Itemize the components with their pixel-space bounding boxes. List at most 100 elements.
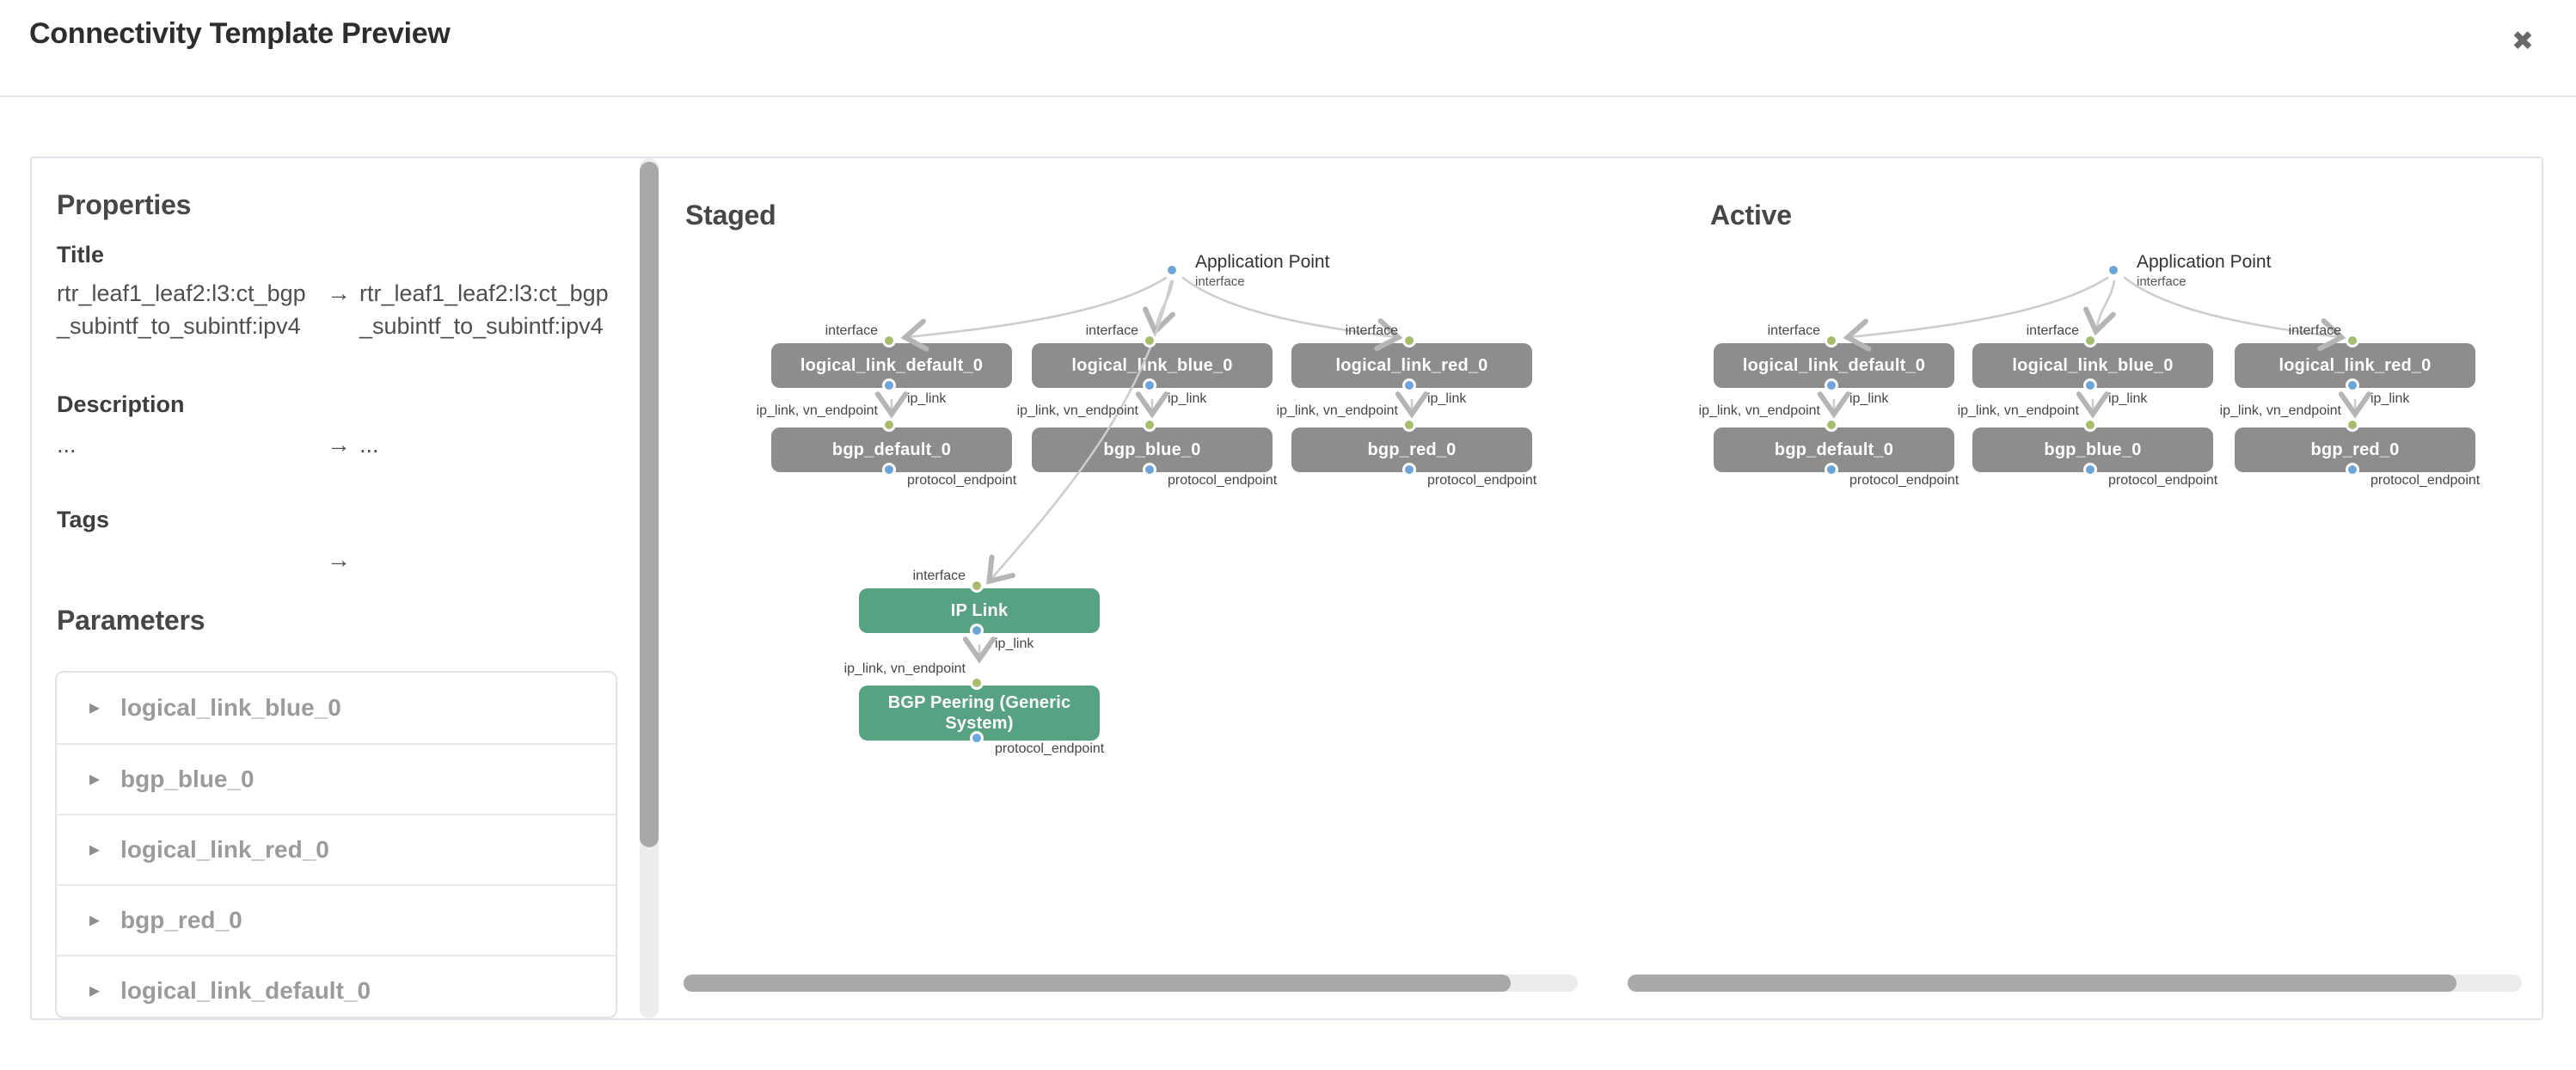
- staged-chain-vn-endpoint-circle: [970, 676, 984, 690]
- staged-col0-interface-circle: [882, 334, 896, 347]
- staged-col2-interface-port-label: interface: [1345, 323, 1398, 338]
- staged-col1-protocol-endpoint-circle: [1143, 463, 1156, 477]
- active-col2-ip-link-circle: [2346, 378, 2359, 392]
- parameter-label: bgp_red_0: [120, 907, 242, 933]
- active-scrollbar-thumb[interactable]: [1628, 975, 2456, 992]
- parameter-item-logical_link_red_0[interactable]: ▸ logical_link_red_0: [57, 814, 616, 884]
- staged-col0-protocol-endpoint-circle: [882, 463, 896, 477]
- staged-col0-protocol-endpoint-port-label: protocol_endpoint: [907, 473, 1017, 488]
- active-col1-protocol-endpoint-circle: [2083, 463, 2097, 477]
- chevron-right-icon: ▸: [89, 979, 101, 1002]
- staged-col2-protocol-endpoint-port-label: protocol_endpoint: [1427, 473, 1537, 488]
- active-col2-ip-link-port-label: ip_link: [2371, 391, 2410, 406]
- title-value-new: rtr_leaf1_leaf2:l3:ct_bgp_subintf_to_sub…: [359, 280, 609, 339]
- parameter-label: logical_link_red_0: [120, 836, 329, 863]
- active-col2-protocol-endpoint-circle: [2346, 463, 2359, 477]
- active-col2-vn-endpoint-circle: [2346, 418, 2359, 432]
- title-diff-arrow: →: [327, 280, 351, 306]
- tags-diff-arrow: →: [327, 546, 351, 573]
- active-col0-vn-endpoint-circle: [1825, 418, 1838, 432]
- description-diff-arrow: →: [327, 431, 351, 458]
- staged-col1-vn-endpoint-circle: [1143, 418, 1156, 432]
- node-bgp-red-0: bgp_red_0: [2235, 427, 2475, 472]
- staged-col1-vn-endpoint-port-label: ip_link, vn_endpoint: [1016, 403, 1138, 418]
- parameter-label: logical_link_blue_0: [120, 694, 341, 721]
- staged-chain-ip-link-port-label: ip_link: [995, 636, 1034, 651]
- active-application-point-label: Application Point: [2137, 252, 2272, 272]
- parameter-label: bgp_blue_0: [120, 766, 255, 792]
- staged-col1-interface-circle: [1143, 334, 1156, 347]
- staged-application-point-sublabel: interface: [1195, 274, 1245, 289]
- staged-chain-protocol-endpoint-port-label: protocol_endpoint: [995, 741, 1105, 756]
- description-value-old: ...: [57, 432, 77, 458]
- staged-col0-ip-link-circle: [882, 378, 896, 392]
- chevron-right-icon: ▸: [89, 767, 101, 790]
- staged-col2-protocol-endpoint-circle: [1402, 463, 1416, 477]
- tags-field-label: Tags: [57, 507, 110, 532]
- active-application-point-sublabel: interface: [2137, 274, 2187, 289]
- active-col2-vn-endpoint-port-label: ip_link, vn_endpoint: [2219, 403, 2341, 418]
- staged-col0-ip-link-port-label: ip_link: [907, 391, 947, 406]
- staged-application-point-label: Application Point: [1195, 252, 1330, 272]
- parameter-item-bgp_blue_0[interactable]: ▸ bgp_blue_0: [57, 743, 616, 814]
- header-divider: [0, 95, 2576, 97]
- title-value-old: rtr_leaf1_leaf2:l3:ct_bgp_subintf_to_sub…: [57, 280, 306, 339]
- active-col1-ip-link-circle: [2083, 378, 2097, 392]
- chevron-right-icon: ▸: [89, 908, 101, 932]
- active-col2-protocol-endpoint-port-label: protocol_endpoint: [2371, 473, 2481, 488]
- active-col0-interface-circle: [1825, 334, 1838, 347]
- parameter-label: logical_link_default_0: [120, 977, 371, 1004]
- properties-heading: Properties: [57, 189, 192, 220]
- description-value-new: ...: [359, 432, 379, 458]
- active-col0-protocol-endpoint-circle: [1825, 463, 1838, 477]
- parameter-item-logical_link_blue_0[interactable]: ▸ logical_link_blue_0: [57, 673, 616, 743]
- staged-col1-protocol-endpoint-port-label: protocol_endpoint: [1168, 473, 1278, 488]
- active-col2-interface-port-label: interface: [2288, 323, 2341, 338]
- staged-col2-vn-endpoint-port-label: ip_link, vn_endpoint: [1276, 403, 1398, 418]
- staged-heading: Staged: [685, 200, 776, 231]
- staged-col1-ip-link-circle: [1143, 378, 1156, 392]
- staged-col1-interface-port-label: interface: [1085, 323, 1138, 338]
- active-col0-vn-endpoint-port-label: ip_link, vn_endpoint: [1698, 403, 1820, 418]
- staged-chain-ip-link-circle: [970, 624, 984, 637]
- active-col1-vn-endpoint-port-label: ip_link, vn_endpoint: [1957, 403, 2079, 418]
- active-col0-protocol-endpoint-port-label: protocol_endpoint: [1849, 473, 1960, 488]
- active-col1-protocol-endpoint-port-label: protocol_endpoint: [2108, 473, 2218, 488]
- active-col1-ip-link-port-label: ip_link: [2108, 391, 2148, 406]
- staged-scrollbar-thumb[interactable]: [684, 975, 1511, 992]
- close-icon: ✖: [2512, 26, 2534, 56]
- active-col1-interface-circle: [2083, 334, 2097, 347]
- active-col0-ip-link-port-label: ip_link: [1849, 391, 1889, 406]
- close-button[interactable]: ✖: [2500, 22, 2545, 60]
- staged-col2-vn-endpoint-circle: [1402, 418, 1416, 432]
- staged-col0-interface-port-label: interface: [825, 323, 878, 338]
- staged-application-point-circle: [1165, 263, 1179, 277]
- chevron-right-icon: ▸: [89, 838, 101, 861]
- active-col0-ip-link-circle: [1825, 378, 1838, 392]
- staged-col1-ip-link-port-label: ip_link: [1168, 391, 1207, 406]
- description-field-label: Description: [57, 391, 185, 417]
- active-heading: Active: [1710, 200, 1792, 231]
- parameters-heading: Parameters: [57, 605, 205, 636]
- active-col1-interface-port-label: interface: [2026, 323, 2079, 338]
- active-col0-interface-port-label: interface: [1767, 323, 1820, 338]
- parameters-list: ▸ logical_link_blue_0 ▸ bgp_blue_0 ▸ log…: [55, 671, 617, 1018]
- title-field-label: Title: [57, 242, 105, 268]
- parameter-item-bgp_red_0[interactable]: ▸ bgp_red_0: [57, 884, 616, 955]
- staged-chain-protocol-endpoint-circle: [970, 731, 984, 745]
- parameter-item-logical_link_default_0[interactable]: ▸ logical_link_default_0: [57, 955, 616, 1017]
- active-col2-interface-circle: [2346, 334, 2359, 347]
- staged-col2-interface-circle: [1402, 334, 1416, 347]
- staged-col0-vn-endpoint-circle: [882, 418, 896, 432]
- staged-col2-ip-link-port-label: ip_link: [1427, 391, 1467, 406]
- page-title: Connectivity Template Preview: [29, 17, 451, 50]
- active-application-point-circle: [2107, 263, 2120, 277]
- properties-scrollbar-thumb[interactable]: [640, 162, 659, 847]
- staged-col2-ip-link-circle: [1402, 378, 1416, 392]
- staged-col0-vn-endpoint-port-label: ip_link, vn_endpoint: [756, 403, 878, 418]
- staged-chain-interface-port-label: interface: [912, 569, 966, 583]
- active-col1-vn-endpoint-circle: [2083, 418, 2097, 432]
- node-logical-link-red-0: logical_link_red_0: [2235, 343, 2475, 388]
- chevron-right-icon: ▸: [89, 696, 101, 719]
